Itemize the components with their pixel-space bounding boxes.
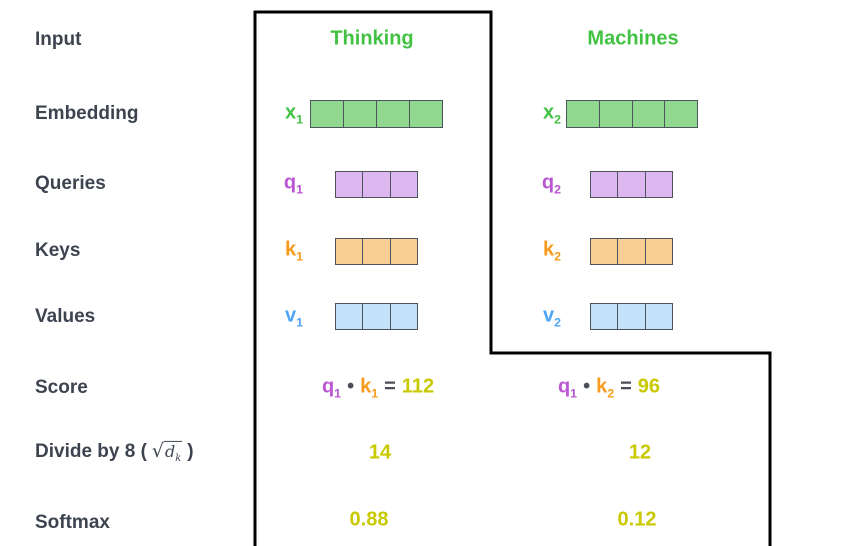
vector-cell <box>591 304 617 329</box>
vector-cell <box>389 304 417 329</box>
vector-cell <box>376 101 409 127</box>
vector-cell <box>389 239 417 264</box>
divided-score-machines: 12 <box>628 441 652 464</box>
q2-label: q2 <box>541 171 561 197</box>
k2-label: k2 <box>542 238 561 264</box>
score-k-term: k1 <box>360 375 379 401</box>
vector-cell <box>644 239 672 264</box>
v1-value-vector <box>335 303 418 330</box>
column-header-machines: Machines <box>587 27 679 50</box>
column-header-thinking: Thinking <box>330 27 414 50</box>
q2-query-vector <box>590 171 673 198</box>
sqrt-radical-symbol: √ <box>151 439 165 462</box>
row-label-values: Values <box>35 306 96 327</box>
score-value: 96 <box>637 375 661 398</box>
vector-cell <box>336 172 362 197</box>
k1-label: k1 <box>284 238 303 264</box>
x1-label: x1 <box>284 101 303 127</box>
q1-query-vector <box>335 171 418 198</box>
score-k-term: k2 <box>596 375 615 401</box>
vector-cell <box>409 101 442 127</box>
v1-label: v1 <box>284 304 303 330</box>
vector-cell <box>644 304 672 329</box>
row-label-queries: Queries <box>35 173 106 194</box>
x2-label: x2 <box>542 101 561 127</box>
score-equation-thinking: q1•k1=112 <box>322 376 434 401</box>
score-equation-machines: q1•k2=96 <box>558 376 660 401</box>
softmax-value-thinking: 0.88 <box>349 508 389 531</box>
row-label-embedding: Embedding <box>35 103 139 124</box>
v2-value-vector <box>590 303 673 330</box>
vector-cell <box>644 172 672 197</box>
q1-label: q1 <box>283 171 303 197</box>
equals-sign: = <box>384 375 396 398</box>
vector-cell <box>631 101 665 127</box>
sqrt-radicand: dk <box>164 440 183 465</box>
k2-key-vector <box>590 238 673 265</box>
row-label-divide: Divide by 8 (√dk) <box>35 440 194 464</box>
dot-product-symbol: • <box>347 375 355 398</box>
vector-cell <box>336 304 362 329</box>
softmax-value-machines: 0.12 <box>617 508 657 531</box>
divide-prefix: Divide by 8 ( <box>35 440 147 462</box>
vector-cell <box>664 101 697 127</box>
score-q-term: q1 <box>321 375 342 401</box>
vector-cell <box>617 172 644 197</box>
vector-cell <box>343 101 376 127</box>
vector-cell <box>311 101 343 127</box>
x1-embedding-vector <box>310 100 443 128</box>
vector-cell <box>598 101 632 127</box>
vector-cell <box>362 304 389 329</box>
divided-score-thinking: 14 <box>368 441 392 464</box>
score-q-term: q1 <box>557 375 578 401</box>
vector-cell <box>362 239 389 264</box>
divide-suffix: ) <box>187 440 194 462</box>
row-label-keys: Keys <box>35 240 81 261</box>
x2-embedding-vector <box>566 100 698 128</box>
vector-cell <box>591 172 617 197</box>
vector-cell <box>389 172 417 197</box>
vector-cell <box>362 172 389 197</box>
vector-cell <box>591 239 617 264</box>
dot-product-symbol: • <box>583 375 591 398</box>
vector-cell <box>567 101 599 127</box>
equals-sign: = <box>620 375 632 398</box>
vector-cell <box>336 239 362 264</box>
k1-key-vector <box>335 238 418 265</box>
row-label-input: Input <box>35 29 82 50</box>
vector-cell <box>617 304 644 329</box>
v2-label: v2 <box>542 304 561 330</box>
score-value: 112 <box>401 375 435 398</box>
vector-cell <box>617 239 644 264</box>
row-label-score: Score <box>35 377 88 398</box>
row-label-softmax: Softmax <box>35 512 110 533</box>
